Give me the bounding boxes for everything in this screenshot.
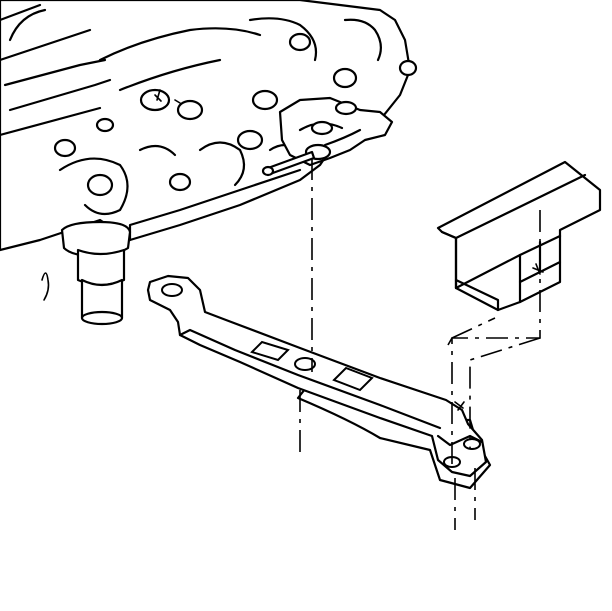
centerline-frame-vertical: [451, 210, 541, 465]
alignment-centerlines: [299, 158, 541, 530]
transmission-mount-icon: [261, 96, 394, 177]
frame-rail-icon: [436, 160, 602, 312]
centerline-frame-top: [447, 337, 453, 346]
transmission-assembly-icon: [0, 0, 418, 301]
transmission-support-crossmember-icon: [146, 274, 492, 490]
centerline-frame-outer: [469, 337, 541, 448]
centerline-bracket-diag: [451, 317, 496, 339]
output-shaft-icon: [60, 220, 132, 326]
